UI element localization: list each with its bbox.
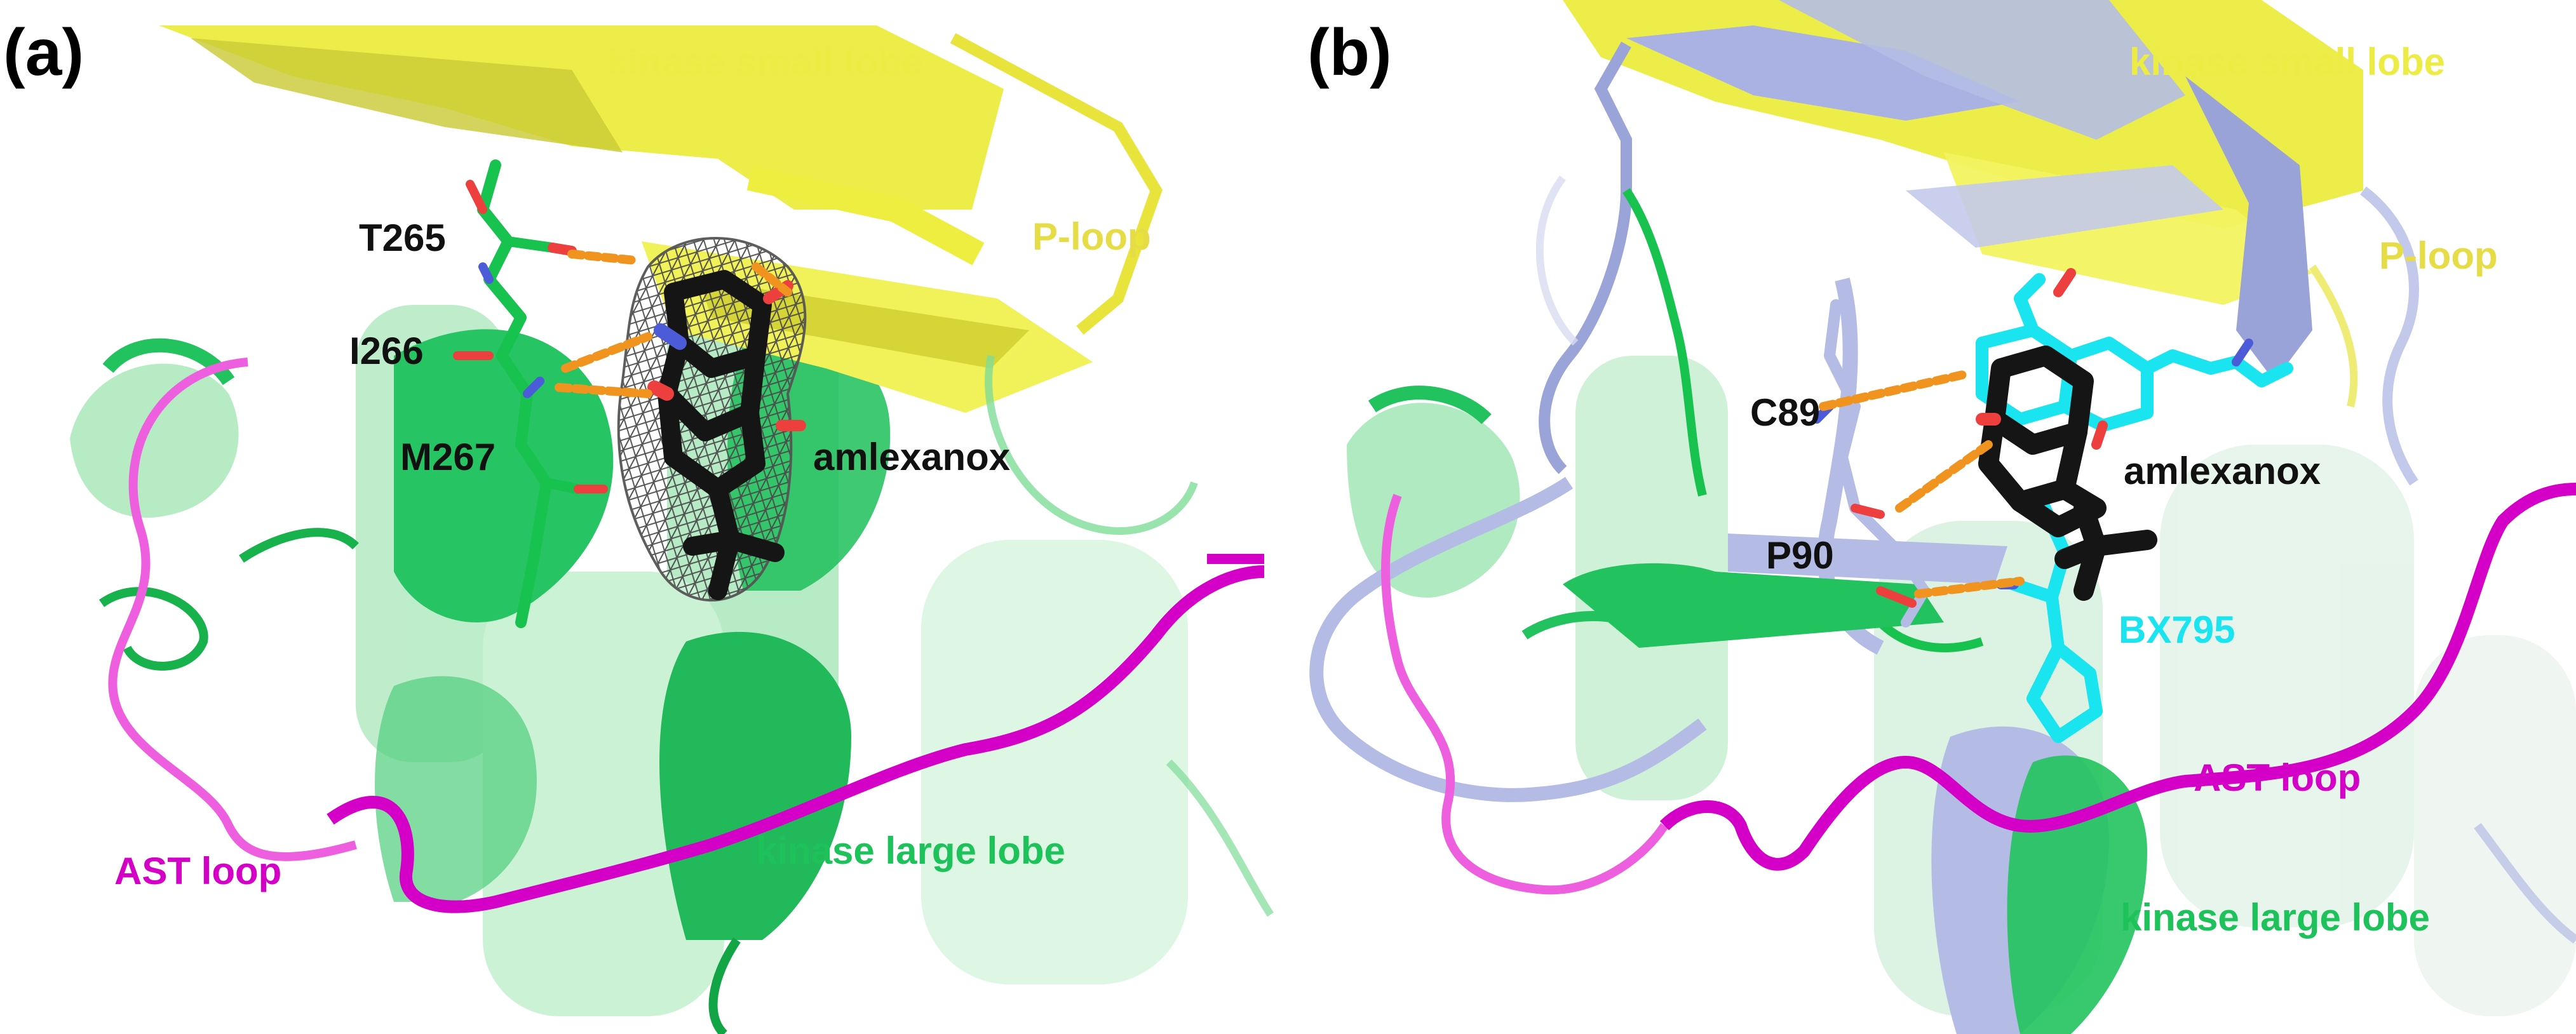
label-ligand-a: amlexanox [813,436,1010,478]
label-c89: C89 [1750,391,1820,434]
label-p90: P90 [1766,534,1834,577]
label-large-lobe-a: kinase large lobe [756,829,1065,872]
label-t265: T265 [359,217,446,259]
label-small-lobe-b: kinase small lobe [2129,41,2445,83]
ligand-a [617,237,807,601]
panel-label-a: (a) [3,16,84,90]
label-i266: I266 [349,330,424,372]
label-small-lobe-a: kinase small lobe [607,41,922,83]
label-ast-loop-a: AST loop [114,850,281,892]
label-ast-loop-b: AST loop [2194,756,2361,799]
label-m267: M267 [400,436,496,478]
residue-sticks-a [453,159,608,628]
panel-label-b: (b) [1307,16,1392,90]
label-ligand-b: amlexanox [2124,450,2321,492]
label-p-loop-a: P-loop [1032,215,1151,258]
panel-a: (a) kinase small lobe P-loop T265 I266 M… [3,16,1274,1034]
panel-b: (b) kinase small lobe P-loop C89 amlexan… [1307,0,2576,1034]
label-large-lobe-b: kinase large lobe [2121,896,2430,939]
hbonds-a [555,250,792,398]
label-p-loop-b: P-loop [2379,234,2498,277]
structure-render-b [1309,0,2576,1034]
ligand-amlexanox-b [1978,346,2157,601]
hbonds-b [1819,370,2025,598]
label-bx795: BX795 [2119,608,2235,651]
